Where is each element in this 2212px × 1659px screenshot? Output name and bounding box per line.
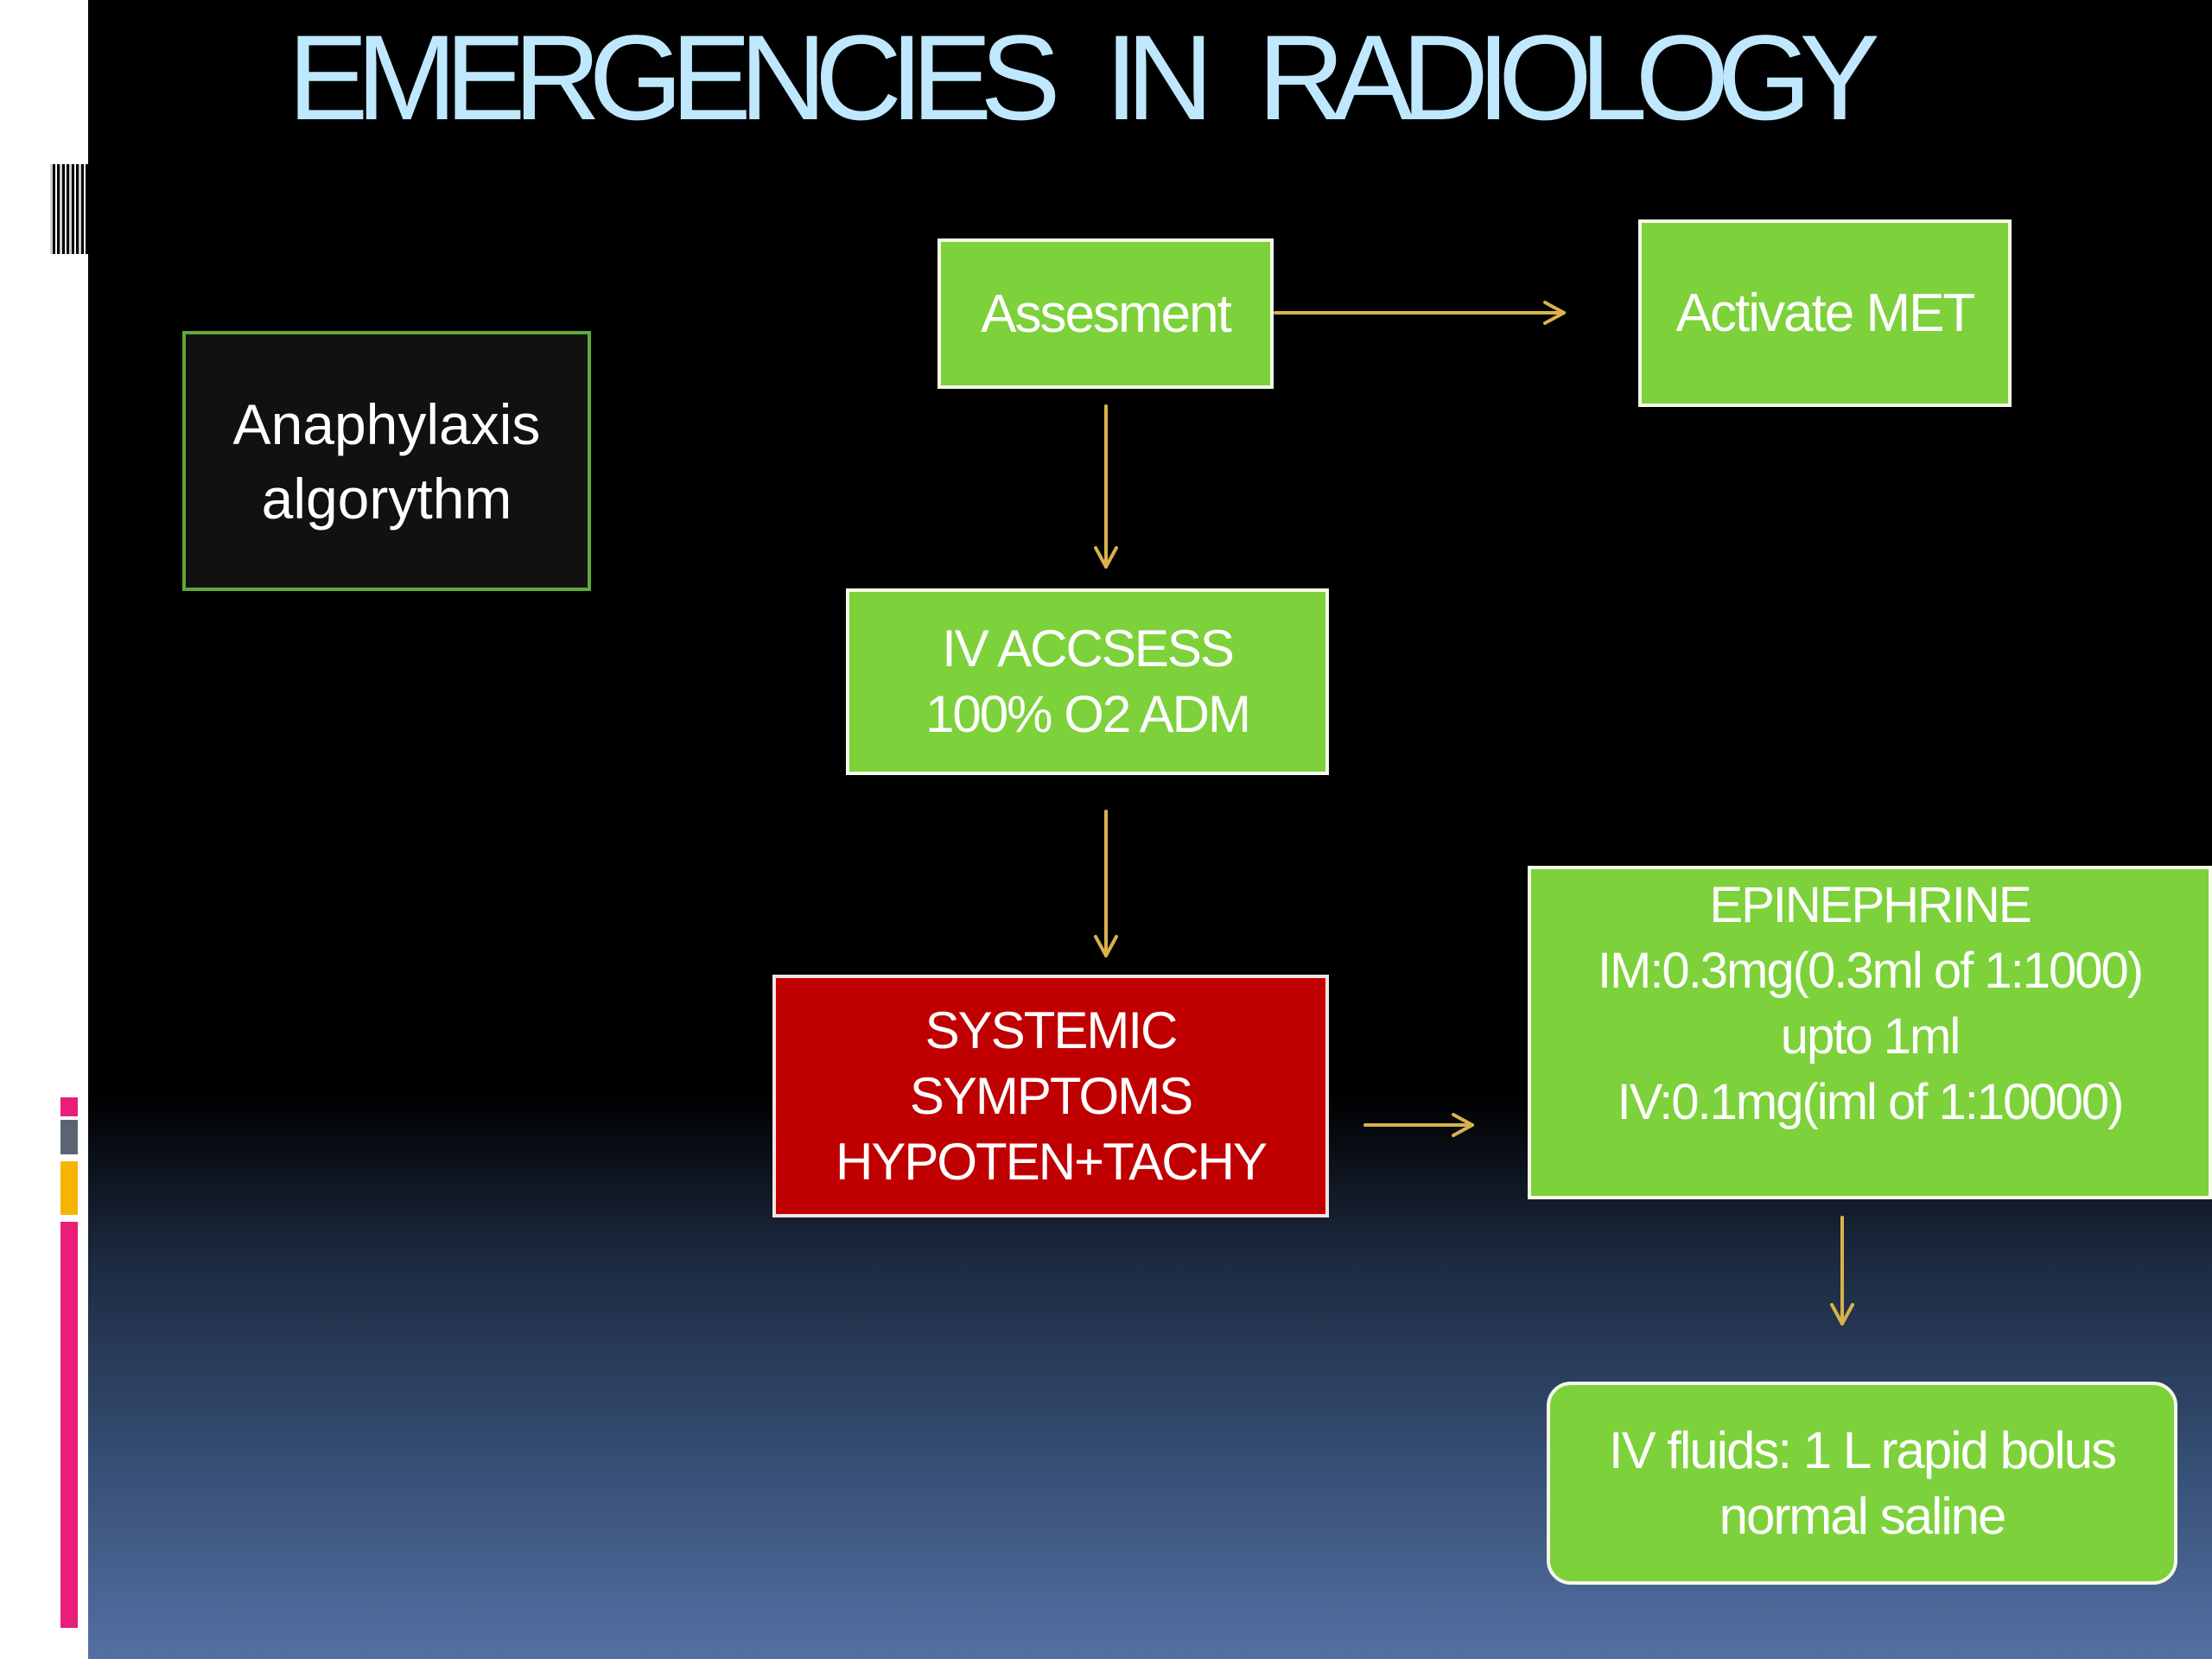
left-margin (0, 0, 88, 1659)
slide-title: EMERGENCIES IN RADIOLOGY (288, 10, 1880, 145)
decor-stripe-pink-long (60, 1222, 78, 1628)
epinephrine-line-4: IV:0.1mg(iml of 1:10000) (1617, 1074, 2125, 1130)
iv-fluids-box: IV fluids: 1 L rapid bolus normal saline (1547, 1382, 2177, 1585)
label-box-anaphylaxis: Anaphylaxis algorythm (182, 331, 591, 591)
assessment-box: Assesment (938, 238, 1274, 389)
activate-met-text: Activate MET (1675, 283, 1976, 343)
assessment-text: Assesment (981, 283, 1232, 344)
decor-stripe-gray (60, 1120, 78, 1154)
iv-access-line-2: 100% O2 ADM (925, 685, 1251, 743)
activate-met-box: Activate MET (1638, 219, 2012, 407)
iv-fluids-line-2: normal saline (1719, 1486, 2007, 1545)
systemic-line-2: SYMPTOMS (909, 1066, 1193, 1125)
label-line-1: Anaphylaxis (232, 391, 541, 456)
systemic-symptoms-box: SYSTEMIC SYMPTOMS HYPOTEN+TACHY (772, 975, 1329, 1217)
epinephrine-box: EPINEPHRINE IM:0.3mg(0.3ml of 1:1000) up… (1528, 866, 2212, 1199)
epinephrine-line-1: EPINEPHRINE (1709, 877, 2031, 933)
iv-access-box: IV ACCSESS 100% O2 ADM (846, 588, 1329, 775)
systemic-line-3: HYPOTEN+TACHY (836, 1132, 1268, 1191)
epinephrine-line-3: upto 1ml (1780, 1008, 1961, 1065)
decor-stripe-pink-top (60, 1097, 78, 1116)
iv-fluids-line-1: IV fluids: 1 L rapid bolus (1608, 1421, 2117, 1479)
label-line-2: algorythm (261, 466, 512, 531)
epinephrine-line-2: IM:0.3mg(0.3ml of 1:1000) (1597, 943, 2144, 999)
decor-barcode (50, 164, 88, 254)
iv-access-line-1: IV ACCSESS (942, 620, 1235, 677)
systemic-line-1: SYSTEMIC (925, 1001, 1179, 1059)
decor-stripe-orange (60, 1161, 78, 1215)
